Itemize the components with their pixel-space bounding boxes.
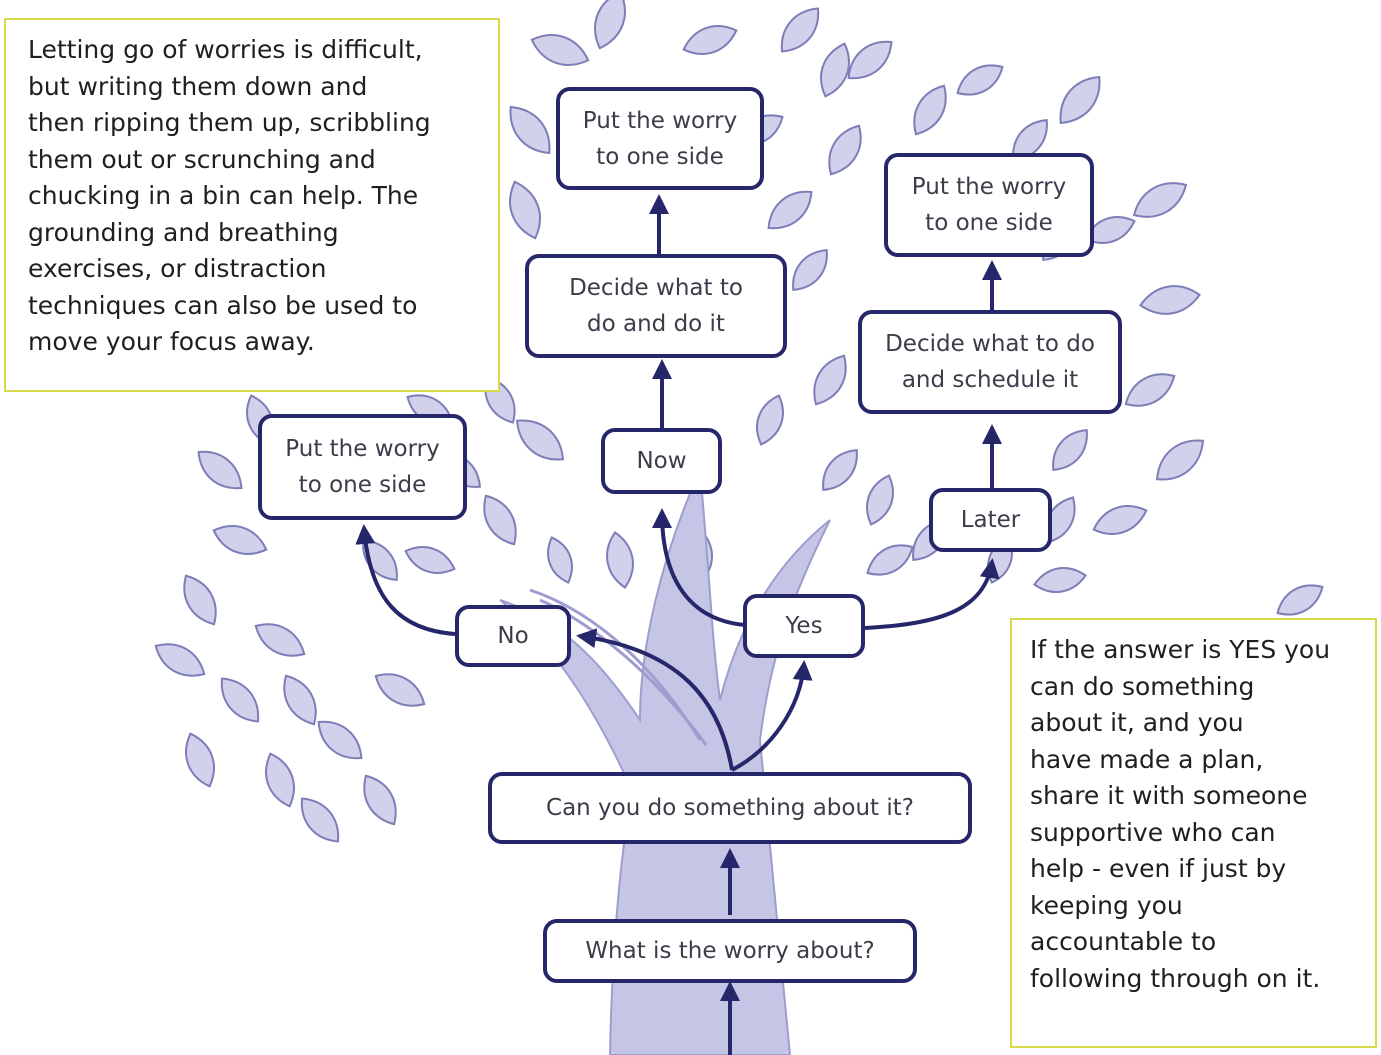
leaf bbox=[1052, 428, 1088, 472]
node-text: Put the worry to one side bbox=[582, 107, 738, 170]
node-now-decide-and-do: Decide what to do and do it bbox=[525, 254, 787, 358]
arrow-yes-to-now bbox=[652, 508, 746, 627]
leaf bbox=[530, 34, 590, 66]
node-text: Put the worry to one side bbox=[285, 436, 440, 498]
leaf bbox=[1124, 373, 1176, 407]
leaf bbox=[154, 643, 206, 677]
callout-letting-go: Letting go of worries is difficult, but … bbox=[4, 18, 500, 392]
node-text: Decide what to do and do it bbox=[569, 275, 743, 337]
leaf bbox=[956, 64, 1004, 96]
leaf bbox=[212, 525, 268, 555]
leaf bbox=[822, 448, 858, 492]
arrow-question-to-yes bbox=[731, 660, 813, 772]
leaf bbox=[515, 419, 565, 461]
leaf bbox=[265, 752, 295, 808]
leaf bbox=[547, 536, 573, 584]
leaf bbox=[1276, 584, 1324, 616]
leaf bbox=[767, 190, 813, 230]
leaf bbox=[1059, 75, 1101, 125]
leaf bbox=[1139, 285, 1201, 315]
leaf bbox=[483, 494, 517, 546]
leaf bbox=[197, 450, 243, 490]
node-now: Now bbox=[601, 428, 722, 494]
leaf bbox=[283, 674, 317, 726]
leaf bbox=[866, 544, 914, 576]
node-text: Decide what to do and schedule it bbox=[885, 331, 1095, 393]
leaf bbox=[317, 720, 363, 760]
leaf bbox=[847, 40, 893, 80]
arrow-no-to-result bbox=[355, 524, 456, 636]
leaf bbox=[1033, 567, 1087, 593]
leaf bbox=[220, 677, 260, 723]
leaf bbox=[594, 0, 626, 50]
node-now-put-worry-aside: Put the worry to one side bbox=[556, 87, 764, 190]
leaf bbox=[813, 354, 847, 406]
node-yes: Yes bbox=[743, 594, 865, 658]
leaf bbox=[374, 673, 426, 707]
leaf bbox=[792, 248, 828, 292]
leaf bbox=[404, 546, 456, 574]
leaf bbox=[780, 7, 820, 53]
leaf bbox=[509, 180, 541, 240]
node-text: Put the worry to one side bbox=[911, 174, 1067, 236]
leaf bbox=[682, 25, 738, 55]
leaf bbox=[1132, 182, 1188, 218]
leaf bbox=[828, 124, 862, 176]
node-later-decide-and-schedule: Decide what to do and schedule it bbox=[858, 310, 1122, 414]
leaf bbox=[300, 797, 340, 843]
leaf bbox=[363, 774, 397, 826]
connector-lines bbox=[355, 194, 1002, 1055]
arrow-yes-to-later bbox=[864, 558, 1000, 630]
node-later-put-worry-aside: Put the worry to one side bbox=[884, 153, 1094, 257]
leaf bbox=[913, 84, 947, 136]
arrow-question-to-no bbox=[576, 628, 734, 771]
leaf bbox=[820, 42, 850, 98]
callout-if-yes: If the answer is YES you can do somethin… bbox=[1010, 618, 1377, 1048]
node-later: Later bbox=[929, 488, 1052, 552]
leaf bbox=[756, 394, 784, 446]
node-no-put-worry-aside: Put the worry to one side bbox=[258, 414, 467, 520]
node-root-question: What is the worry about? bbox=[543, 919, 917, 983]
leaf bbox=[185, 732, 215, 788]
leaf bbox=[1155, 439, 1205, 481]
leaf bbox=[509, 105, 551, 155]
node-can-you-do-something: Can you do something about it? bbox=[488, 772, 972, 844]
leaf bbox=[362, 538, 398, 582]
leaf bbox=[254, 623, 306, 657]
leaf bbox=[183, 574, 217, 626]
leaf bbox=[606, 531, 634, 589]
node-no: No bbox=[455, 605, 571, 667]
leaf bbox=[866, 474, 894, 526]
leaf bbox=[1092, 505, 1148, 535]
